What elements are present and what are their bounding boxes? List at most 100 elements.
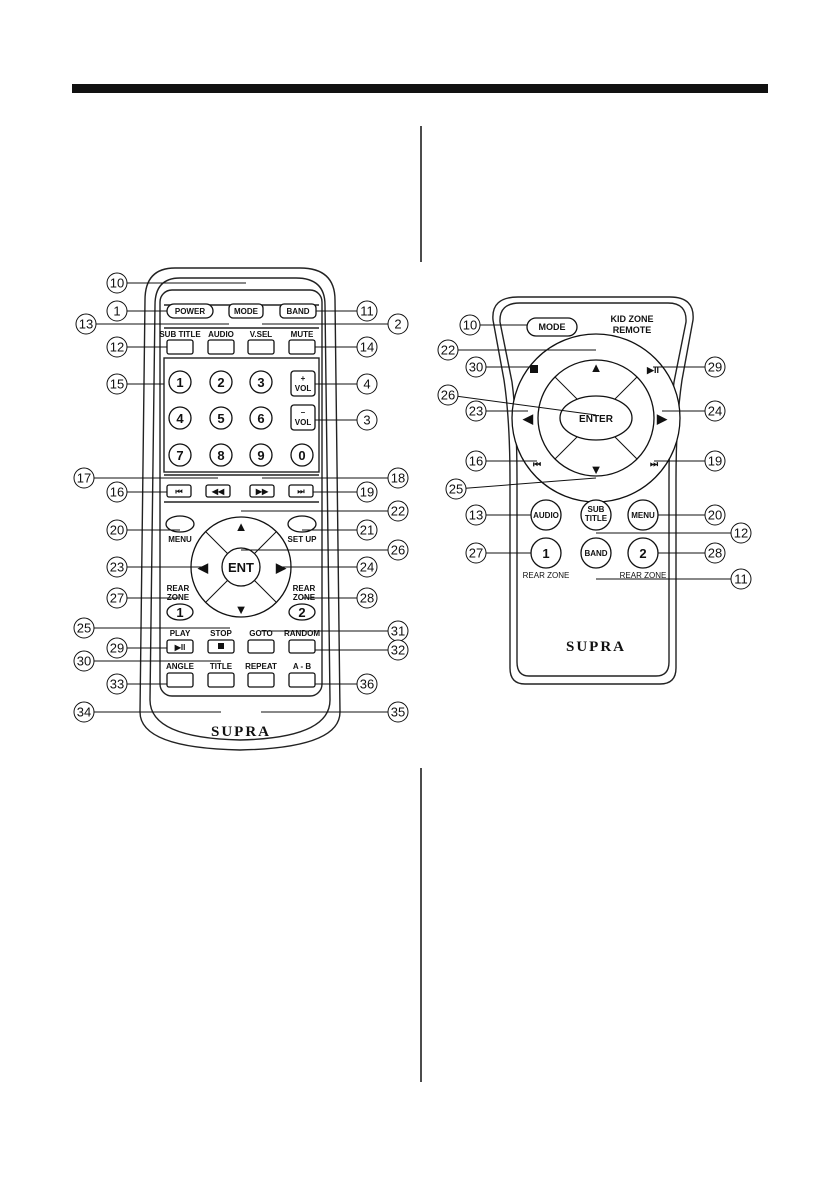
kid-subtitle-button[interactable] [580,499,612,531]
digit-3-button[interactable] [249,370,273,394]
kid-mode-label: MODE [539,322,566,332]
main-callout-28 [356,587,378,609]
dpad-down-icon[interactable]: ▼ [235,602,248,617]
prev-track-button[interactable] [166,484,192,498]
rear-zone-2-button[interactable] [288,603,316,621]
main-callout-18 [387,467,409,489]
kid-callout-num-11: 11 [734,572,748,587]
main-remote-body [139,267,341,751]
kid-title-line1: KID ZONE [610,314,653,324]
kid-leader-4 [447,394,597,416]
rewind-button[interactable] [205,484,231,498]
kid-band-button[interactable] [580,537,612,569]
main-callout-num-33: 33 [110,677,124,692]
subtitle-label: SUB TITLE [159,330,201,339]
kid-stop-icon[interactable] [530,365,538,373]
main-callout-30 [73,650,95,672]
main-callout-32 [387,639,409,661]
kid-callout-16 [465,450,487,472]
main-callout-num-19: 19 [360,485,374,500]
main-callout-num-34: 34 [77,705,91,720]
vol-down-button[interactable] [290,404,316,431]
kid-title-label: TITLE [585,514,608,523]
random-button[interactable] [288,639,316,654]
main-callout-num-29: 29 [110,641,124,656]
next-track-icon: ⏭ [297,487,305,496]
vol-up-label: VOL [295,384,312,393]
main-remote: POWER MODE BAND SUB TITLE AUDIO V.SEL MU… [73,267,409,751]
subtitle-button[interactable] [166,339,194,355]
main-callout-35 [387,701,409,723]
digit-8-button[interactable] [209,443,233,467]
goto-button[interactable] [247,639,275,654]
audio-label: AUDIO [208,330,234,339]
kid-callout-29 [704,356,726,378]
main-callout-4 [356,373,378,395]
kid-up-icon[interactable]: ▲ [590,360,603,375]
kid-right-icon[interactable]: ▶ [656,411,668,426]
repeat-button[interactable] [247,672,275,688]
random-label: RANDOM [284,629,320,638]
kid-mode-button[interactable] [526,317,578,337]
digit-9-label: 9 [257,448,264,463]
rear-zone-1-button[interactable] [166,603,194,621]
kid-callout-13 [465,504,487,526]
play-pause-button[interactable] [166,639,194,654]
kid-play-pause-icon[interactable]: ▶II [646,365,659,375]
dpad-up-icon[interactable]: ▲ [235,519,248,534]
vol-down-label: VOL [295,418,312,427]
main-callout-num-30: 30 [77,654,91,669]
setup-button[interactable] [287,515,317,533]
kid-band-label: BAND [584,549,607,558]
digit-2-button[interactable] [209,370,233,394]
menu-button[interactable] [165,515,195,533]
kid-remote-brand: SUPRA [566,639,626,655]
rear-zone-1-word1: REAR [167,584,190,593]
digit-7-button[interactable] [168,443,192,467]
main-callout-num-16: 16 [110,485,124,500]
digit-9-button[interactable] [249,443,273,467]
ab-button[interactable] [288,672,316,688]
main-callout-19 [356,481,378,503]
vol-up-sign: + [301,374,306,383]
vsel-button[interactable] [247,339,275,355]
kid-enter-button[interactable] [559,395,633,441]
main-remote-inner-outline [149,277,331,741]
kid-callout-num-16: 16 [469,454,483,469]
kid-left-icon[interactable]: ◀ [522,411,534,426]
main-callout-25 [73,617,95,639]
mute-button[interactable] [288,339,316,355]
digit-0-button[interactable] [290,443,314,467]
digit-6-button[interactable] [249,406,273,430]
angle-button[interactable] [166,672,194,688]
kid-callout-num-27: 27 [469,546,483,561]
next-track-button[interactable] [288,484,314,498]
main-callout-20 [106,519,128,541]
main-callout-num-12: 12 [110,340,124,355]
kid-down-icon[interactable]: ▼ [590,462,603,477]
kid-callout-num-26: 26 [441,388,455,403]
kid-callout-num-22: 22 [441,343,455,358]
digit-5-button[interactable] [209,406,233,430]
kid-zone1-caption: REAR ZONE [523,571,570,580]
rear-zone-2-word1: REAR [293,584,316,593]
title-button[interactable] [207,672,235,688]
mode-button[interactable] [228,303,264,319]
main-callout-num-26: 26 [391,543,405,558]
main-callout-24 [356,556,378,578]
kid-remote: MODE KID ZONE REMOTE ENTER ▲ ▼ ◀ ▶ ▶II ⏮… [437,296,752,685]
kid-next-icon[interactable]: ⏭ [650,459,659,469]
kid-callout-num-19: 19 [708,454,722,469]
kid-callout-num-30: 30 [469,360,483,375]
digit-1-button[interactable] [168,370,192,394]
vsel-label: V.SEL [250,330,272,339]
ent-button[interactable] [221,547,261,587]
kid-prev-icon[interactable]: ⏮ [533,459,541,469]
audio-button[interactable] [207,339,235,355]
kid-callout-num-12: 12 [734,526,748,541]
rear-zone-2-num: 2 [298,605,305,620]
digit-4-button[interactable] [168,406,192,430]
fast-forward-button[interactable] [249,484,275,498]
main-callout-34 [73,701,95,723]
